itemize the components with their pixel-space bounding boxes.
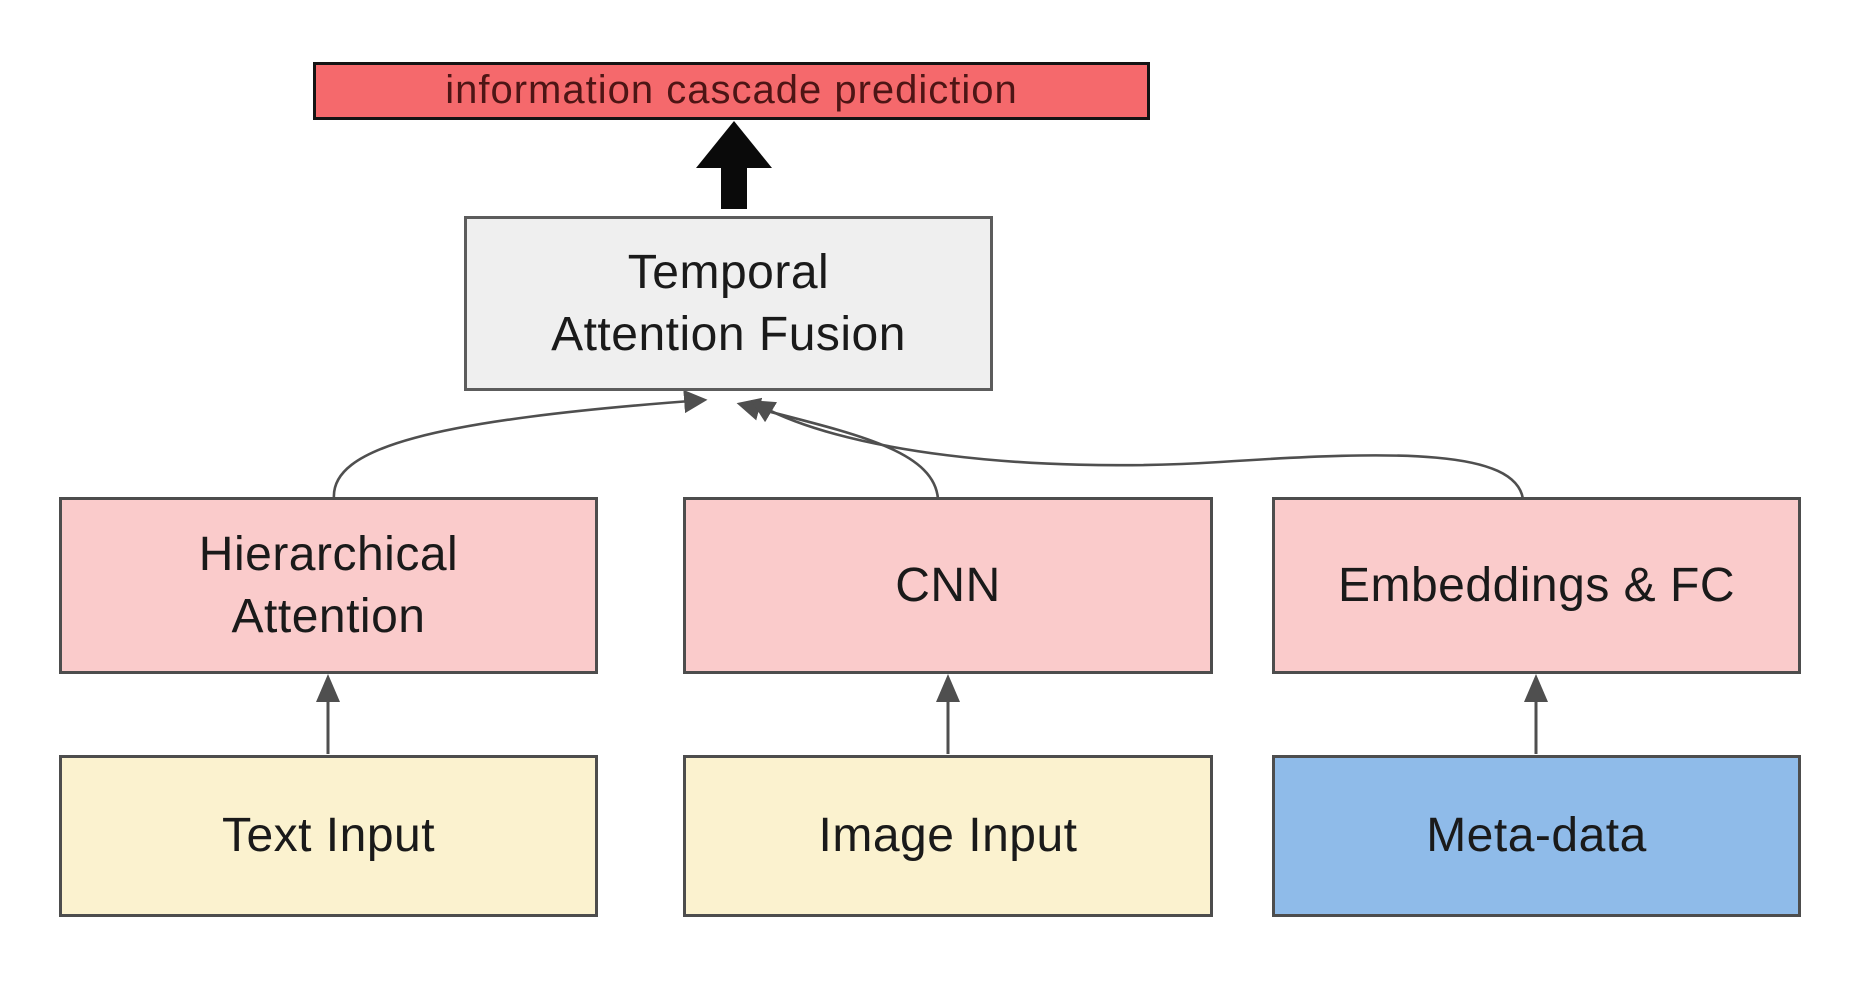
output-box-information-cascade-prediction: information cascade prediction xyxy=(313,62,1150,120)
curved-arrow-meta-encoder-to-fusion xyxy=(750,400,1525,500)
fusion-box-temporal-attention-fusion: Temporal Attention Fusion xyxy=(464,216,993,391)
encoder-box-cnn: CNN xyxy=(683,497,1213,674)
encoder-box-label: Embeddings & FC xyxy=(1337,558,1735,612)
thick-arrow-fusion-to-output xyxy=(696,121,772,209)
encoder-box-label-line2: Attention xyxy=(231,589,426,643)
encoder-box-label: CNN xyxy=(895,558,1001,612)
output-box-label: information cascade prediction xyxy=(445,68,1018,113)
input-box-label: Meta-data xyxy=(1426,809,1647,863)
arrow-meta-input-to-encoder xyxy=(1524,674,1548,754)
curved-arrow-text-encoder-to-fusion xyxy=(332,389,708,500)
arrow-image-input-to-encoder xyxy=(936,674,960,754)
input-box-label: Image Input xyxy=(818,809,1078,863)
encoder-box-label-line1: Hierarchical xyxy=(198,528,459,582)
input-box-text-input: Text Input xyxy=(59,755,598,917)
input-box-label: Text Input xyxy=(221,809,436,863)
fusion-box-label-line1: Temporal xyxy=(627,246,830,300)
encoder-box-hierarchical-attention: Hierarchical Attention xyxy=(59,497,598,674)
input-box-meta-data: Meta-data xyxy=(1272,755,1801,917)
arrow-text-input-to-encoder xyxy=(316,674,340,754)
curved-arrow-image-encoder-to-fusion xyxy=(736,397,940,500)
encoder-box-embeddings-fc: Embeddings & FC xyxy=(1272,497,1801,674)
fusion-box-label-line2: Attention Fusion xyxy=(551,307,906,361)
input-box-image-input: Image Input xyxy=(683,755,1213,917)
